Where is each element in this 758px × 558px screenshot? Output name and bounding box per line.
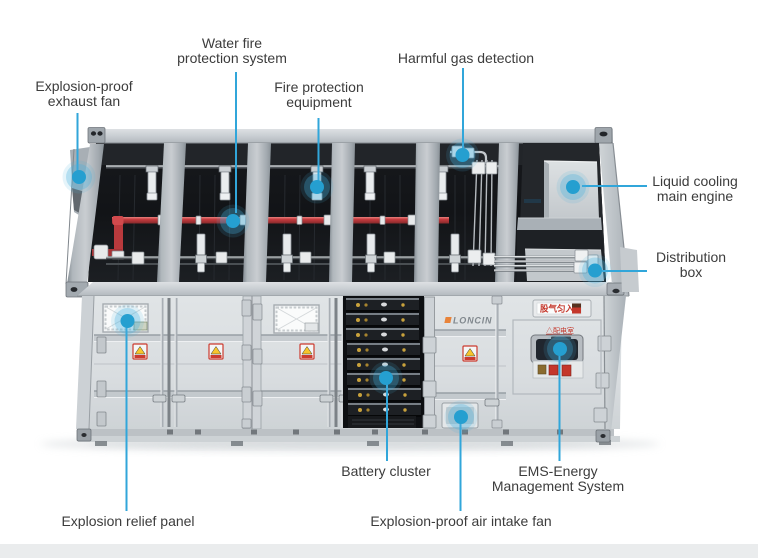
svg-text:LONCIN: LONCIN: [453, 316, 492, 326]
svg-text:△配电室: △配电室: [546, 326, 574, 335]
svg-text:股气匀入: 股气匀入: [540, 304, 575, 314]
